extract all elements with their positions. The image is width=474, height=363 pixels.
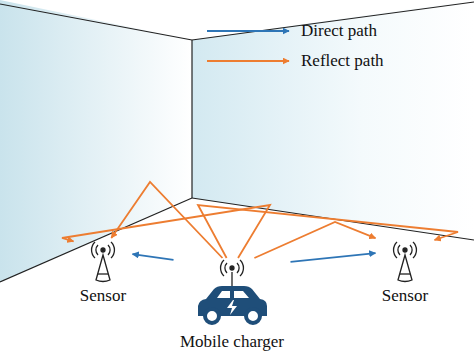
sensor-icon <box>92 242 115 282</box>
floor-edge <box>192 198 474 240</box>
wall-edge <box>0 4 192 40</box>
node-label: Sensor <box>80 286 126 306</box>
sensor-icon <box>394 242 417 282</box>
legend-label: Direct path <box>301 21 377 41</box>
reflect-path <box>254 222 375 258</box>
sensor-node: Sensor <box>74 238 133 306</box>
wall-corner <box>191 40 192 198</box>
wall-edge <box>192 2 474 40</box>
legend-label: Reflect path <box>301 51 384 71</box>
legend-arrow-line <box>207 30 289 32</box>
legend-arrow-line <box>207 60 289 62</box>
direct-path <box>291 253 376 262</box>
sensor-node: Sensor <box>376 238 435 306</box>
legend-row: Direct path <box>205 16 384 46</box>
legend: Direct pathReflect path <box>205 16 384 76</box>
reflect-path <box>62 205 270 258</box>
node-label: Sensor <box>382 286 428 306</box>
floor-edge <box>0 198 192 282</box>
legend-arrow-sample <box>205 24 291 38</box>
reflect-path <box>198 205 458 258</box>
charger-node: Mobile charger <box>174 258 291 352</box>
node-label: Mobile charger <box>180 332 284 352</box>
charger-car-icon <box>198 260 267 323</box>
right-wall <box>192 0 474 240</box>
direct-path <box>133 254 174 260</box>
legend-row: Reflect path <box>205 46 384 76</box>
left-wall <box>0 0 192 282</box>
legend-arrow-sample <box>205 54 291 68</box>
reflect-path <box>111 182 222 258</box>
